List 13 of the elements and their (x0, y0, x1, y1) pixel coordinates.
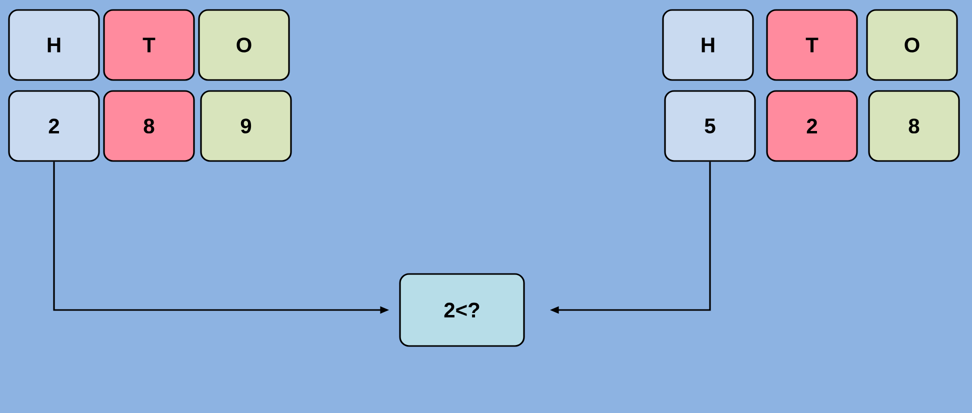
digit-box: 2 (8, 90, 100, 162)
digit-box: 2 (766, 90, 858, 162)
place-value-header: T (103, 9, 195, 81)
result-box: 2<? (399, 273, 525, 347)
place-value-header: O (866, 9, 958, 81)
digit-box: 8 (103, 90, 195, 162)
digit-box: 8 (868, 90, 960, 162)
place-value-header: T (766, 9, 858, 81)
place-value-header: O (198, 9, 290, 81)
digit-box: 5 (664, 90, 756, 162)
place-value-header: H (8, 9, 100, 81)
place-value-header: H (662, 9, 754, 81)
digit-box: 9 (200, 90, 292, 162)
